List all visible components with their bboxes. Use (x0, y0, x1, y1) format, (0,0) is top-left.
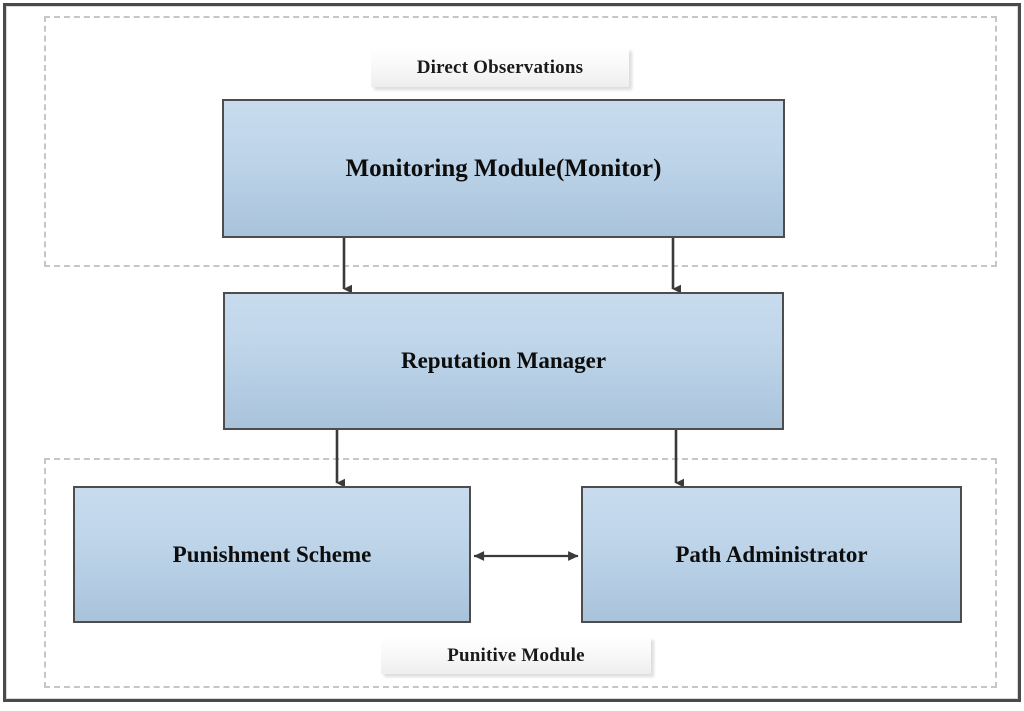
region-caption-punitive-module: Punitive Module (381, 637, 651, 674)
node-path-administrator[interactable]: Path Administrator (581, 486, 962, 623)
region-caption-direct-observations: Direct Observations (371, 48, 629, 87)
node-punishment-scheme[interactable]: Punishment Scheme (73, 486, 471, 623)
group-region-direct-observations (44, 16, 997, 267)
node-monitoring-module[interactable]: Monitoring Module(Monitor) (222, 99, 785, 238)
node-reputation-manager[interactable]: Reputation Manager (223, 292, 784, 430)
group-region-punitive-module (44, 458, 997, 688)
outer-frame-inner-rule (6, 6, 1018, 699)
